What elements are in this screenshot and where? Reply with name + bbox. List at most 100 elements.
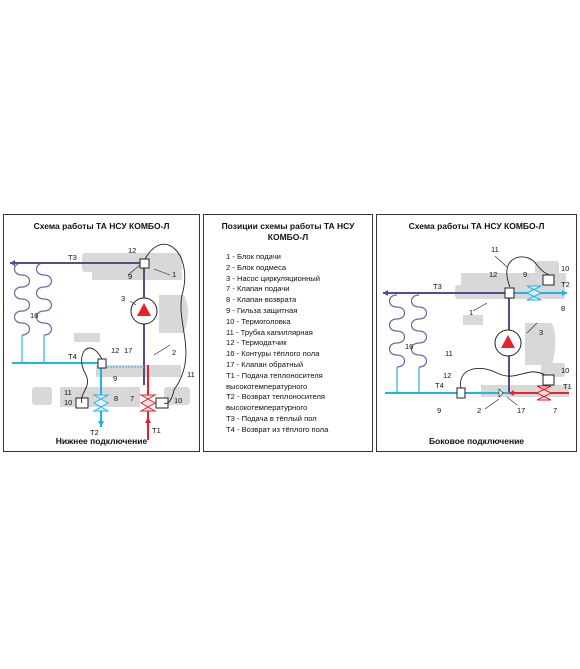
scheme-side-connection-diagram: 11 12 9 10 Т3 Т2 8 1 16 3 11 10 Т4 Т1 12…: [383, 245, 572, 415]
label-11-right: 11: [187, 370, 195, 379]
scheme-bottom-connection: Схема работы ТА НСУ КОМБО-Л: [3, 214, 200, 452]
valve-8: [525, 285, 543, 301]
label-10-left: 10: [64, 398, 72, 407]
label-12-top: 12: [128, 246, 136, 255]
label-t3: Т3: [68, 253, 77, 262]
pump-flange: [463, 315, 483, 325]
valve-7: [139, 394, 157, 412]
pump-housing: [525, 323, 556, 365]
position-item: 2 - Блок подмеса: [226, 262, 287, 272]
position-item: 7 - Клапан подачи: [226, 284, 290, 294]
label-t1: Т1: [152, 426, 161, 435]
label-1: 1: [172, 270, 176, 279]
position-item: 11 - Трубка капиллярная: [226, 327, 313, 337]
capillary-tube-right: [144, 243, 187, 404]
contour-2: [410, 294, 428, 368]
position-item: 12 - Термодатчик: [226, 338, 287, 348]
floor-heating-contours: [388, 294, 428, 393]
sensor-12-bottom: [97, 358, 107, 369]
label-10-lower: 10: [561, 366, 569, 375]
sensor-12-top: [139, 258, 150, 269]
scheme-side-connection: Схема работы ТА НСУ КОМБО-Л: [376, 214, 577, 452]
t1-arrow: [145, 417, 151, 423]
label-11-lower: 11: [445, 349, 453, 358]
label-11-top: 11: [491, 245, 499, 254]
position-item: высокотемпературного: [226, 403, 308, 413]
label-9-top: 9: [128, 272, 132, 281]
position-item: Т2 - Возврат теплоносителя: [226, 392, 326, 402]
label-t1: Т1: [563, 382, 572, 391]
right-panel-footer: Боковое подключение: [428, 436, 525, 446]
floor-heating-contours: [13, 262, 53, 363]
t2-arrow: [98, 421, 104, 427]
label-8: 8: [114, 394, 118, 403]
position-item: 1 - Блок подачи: [226, 252, 281, 261]
thermohead-upper-body: [535, 261, 559, 277]
label-t4: Т4: [435, 381, 444, 390]
positions-list: 1 - Блок подачи 2 - Блок подмеса 3 - Нас…: [226, 252, 328, 436]
sensor-12-bottom: [456, 387, 466, 399]
position-item: 8 - Клапан возврата: [226, 295, 297, 305]
contour-1: [388, 294, 406, 368]
pump-arrow-icon: [137, 303, 151, 316]
pump-arrow-icon: [501, 335, 515, 348]
label-t3: Т3: [433, 282, 442, 291]
label-t2: Т2: [561, 280, 570, 289]
contour-2: [35, 262, 53, 336]
check-valve-17: [498, 388, 504, 398]
t2-arrow: [562, 290, 567, 296]
position-item: 3 - Насос циркуляционный: [226, 273, 320, 283]
mixing-block-body: [481, 385, 569, 397]
label-10-top: 10: [561, 264, 569, 273]
label-16: 16: [30, 311, 38, 320]
t1-arrow: [509, 390, 514, 396]
label-2: 2: [172, 348, 176, 357]
mixing-block-body: [96, 365, 181, 377]
label-1: 1: [469, 308, 473, 317]
position-item: 17 - Клапан обратный: [226, 359, 304, 369]
sensor-12-top: [504, 287, 515, 299]
label-11-left: 11: [64, 388, 72, 397]
label-t4: Т4: [68, 352, 77, 361]
pump-motor-body-left: [74, 333, 100, 342]
label-17: 17: [517, 406, 525, 415]
position-item: Т1 - Подача теплоносителя: [226, 370, 323, 380]
t3-arrow: [383, 290, 388, 296]
label-2: 2: [477, 406, 481, 415]
t3-arrow: [10, 260, 15, 266]
thermohead-10-lower: [542, 374, 555, 386]
label-7: 7: [130, 394, 134, 403]
position-item: 16 - Контуры тёплого пола: [226, 349, 320, 359]
thermohead-left-body: [32, 387, 52, 405]
position-item: Т4 - Возврат из тёплого пола: [226, 424, 329, 434]
label-t2: Т2: [90, 428, 99, 437]
label-10-right: 10: [174, 396, 182, 405]
position-item: высокотемпературного: [226, 381, 308, 391]
label-9-top: 9: [523, 270, 527, 279]
thermohead-10-upper: [542, 274, 555, 286]
valve-8: [92, 394, 110, 412]
label-12-top: 12: [489, 270, 497, 279]
label-7: 7: [553, 406, 557, 415]
position-item: 9 - Гильза защитная: [226, 305, 298, 315]
capillary-tube-left: [81, 347, 103, 404]
label-16: 16: [405, 342, 413, 351]
position-item: Т3 - Подача в тёплый пол: [226, 413, 317, 423]
label-3: 3: [121, 294, 125, 303]
label-17: 17: [124, 346, 132, 355]
label-3: 3: [539, 328, 543, 337]
positions-legend-panel: Позиции схемы работы ТА НСУ КОМБО-Л 1 - …: [203, 214, 373, 452]
supply-block-body-lower: [92, 272, 182, 280]
label-12-bottom: 12: [443, 371, 451, 380]
thermohead-lower-body: [541, 363, 565, 377]
valve-7: [535, 385, 553, 401]
left-panel-footer: Нижнее подключение: [55, 436, 148, 446]
capillary-tube-upper: [506, 256, 550, 288]
label-12-bottom: 12: [111, 346, 119, 355]
label-9-bottom: 9: [113, 374, 117, 383]
right-panel-title: Схема работы ТА НСУ КОМБО-Л: [408, 221, 545, 231]
scheme-bottom-connection-diagram: Т3 12 9 1 3 16 Т4 12 17 9 2 11 11 10 8 7…: [10, 243, 195, 440]
capillary-tube-lower: [460, 368, 546, 389]
label-8: 8: [561, 304, 565, 313]
left-panel-title: Схема работы ТА НСУ КОМБО-Л: [33, 221, 170, 231]
